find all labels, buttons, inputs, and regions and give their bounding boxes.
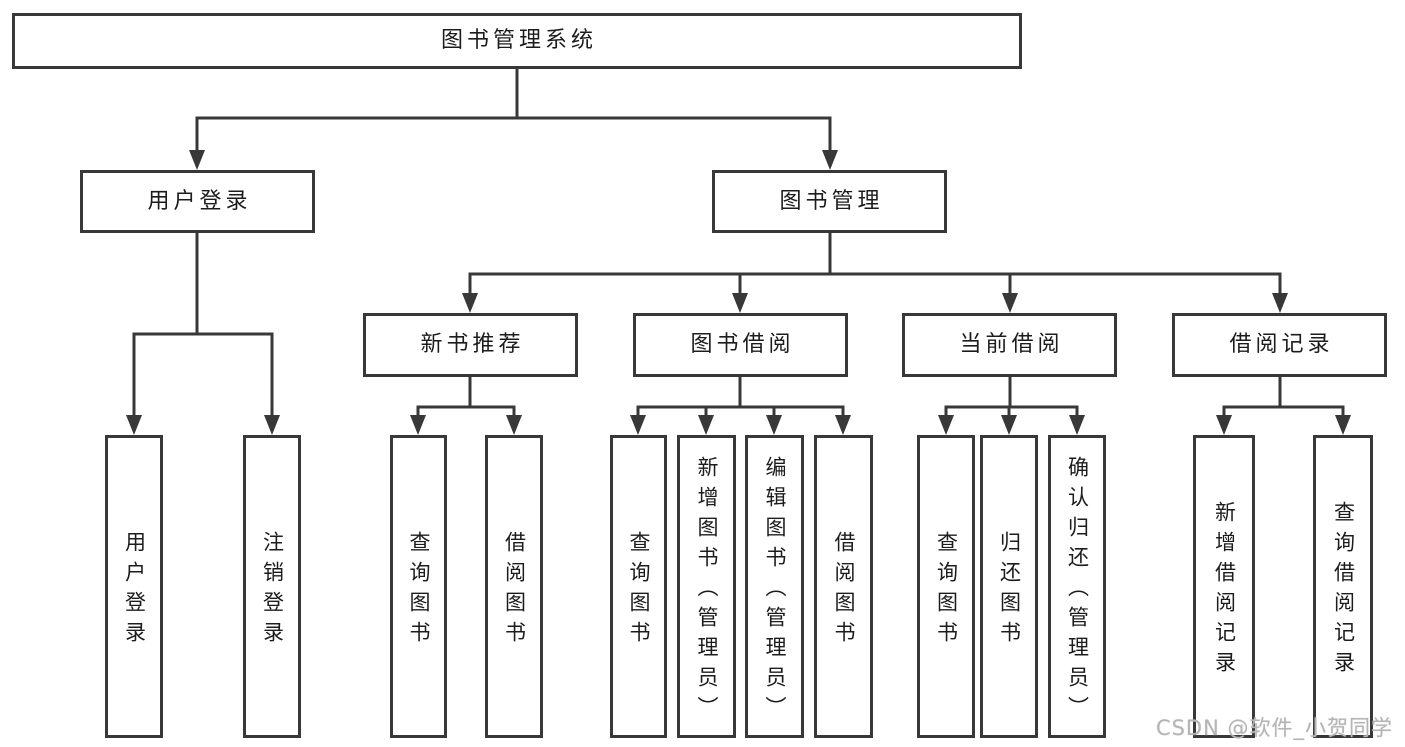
arrowhead [630,415,646,435]
node-label: 查询借阅记录 [1331,501,1356,681]
arrowhead [126,415,142,435]
node-current-query-books: 查询图书 [917,435,975,738]
node-label: 用户登录 [122,531,147,651]
node-label: 注销登录 [260,531,285,651]
node-label: 图书管理 [779,188,884,214]
node-label: 查询图书 [934,531,959,651]
node-current-return-books: 归还图书 [980,435,1038,738]
node-book-management: 图书管理 [712,170,947,233]
node-label: 借阅图书 [502,531,527,651]
arrowhead [410,415,426,435]
node-label: 当前借阅 [959,332,1064,357]
node-label: 图书管理系统 [440,28,597,53]
arrowhead [1335,415,1351,435]
node-label: 借阅记录 [1229,332,1334,357]
arrowhead [732,293,748,313]
arrowhead [1069,415,1085,435]
node-borrowing-borrow-books: 借阅图书 [814,435,873,738]
node-label: 新书推荐 [420,332,525,357]
arrowhead [698,415,714,435]
arrowhead [1001,415,1017,435]
node-label: 借阅图书 [832,531,856,651]
node-records-add-record: 新增借阅记录 [1193,435,1255,738]
arrowhead [766,415,782,435]
node-label: 确认归还（管理员） [1065,456,1090,726]
arrowhead [462,293,478,313]
arrowhead [506,415,522,435]
node-label: 查询图书 [627,531,651,651]
node-label: 用户登录 [147,188,252,214]
arrowhead [822,150,838,170]
node-current-borrowing: 当前借阅 [902,313,1117,377]
arrowhead [1002,293,1018,313]
node-label: 编辑图书（管理员） [763,456,787,726]
arrowhead [264,415,280,435]
node-records-query-record: 查询借阅记录 [1313,435,1373,738]
node-book-borrowing: 图书借阅 [633,313,848,377]
node-label: 归还图书 [997,531,1022,651]
node-borrowing-query-books: 查询图书 [610,435,667,738]
node-label: 查询图书 [407,531,431,651]
node-borrowing-records: 借阅记录 [1172,313,1387,377]
node-user-login: 用户登录 [105,435,163,738]
node-book-management-system: 图书管理系统 [12,13,1022,69]
arrowhead [1216,415,1232,435]
node-logout: 注销登录 [243,435,301,738]
watermark: CSDN @软件_小贺同学 [1155,716,1393,740]
node-new-book-recommend: 新书推荐 [363,313,578,377]
node-current-confirm-return-admin: 确认归还（管理员） [1048,435,1106,738]
node-recommend-query-books: 查询图书 [390,435,447,738]
arrowhead [835,415,851,435]
node-label: 图书借阅 [690,332,795,357]
node-user-login-group: 用户登录 [80,170,315,233]
arrowhead [938,415,954,435]
node-label: 新增图书（管理员） [695,456,719,726]
node-recommend-borrow-books: 借阅图书 [485,435,543,738]
node-borrowing-edit-books-admin: 编辑图书（管理员） [745,435,804,738]
arrowhead [1272,293,1288,313]
node-borrowing-add-books-admin: 新增图书（管理员） [677,435,736,738]
arrowhead [189,150,205,170]
node-label: 新增借阅记录 [1212,501,1237,681]
